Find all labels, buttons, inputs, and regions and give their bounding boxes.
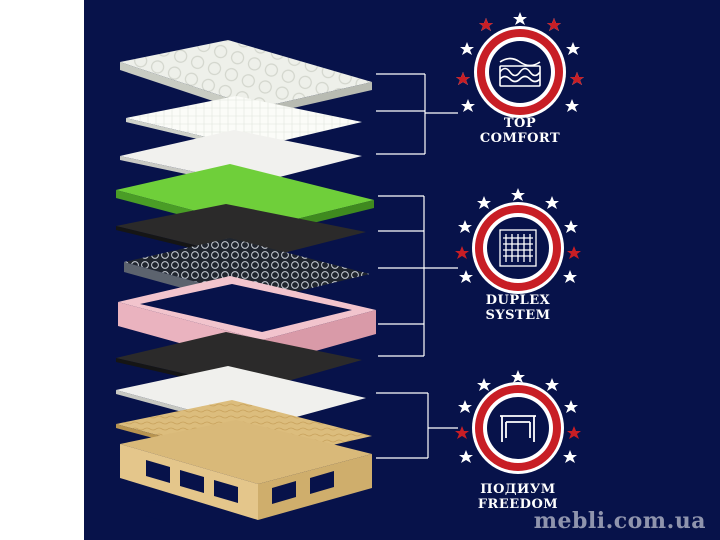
site-watermark: mebli.com.ua	[533, 508, 706, 534]
top-comfort-line1: TOP	[503, 116, 537, 131]
bracket-lines	[376, 73, 458, 459]
badge-stars	[458, 370, 578, 463]
foam-waves-icon	[499, 57, 541, 87]
bed-frame-icon	[500, 415, 536, 442]
duplex-system-line2: SYSTEM	[485, 308, 551, 323]
podium-freedom-badge	[455, 370, 581, 474]
podium-freedom-label: ПОДИУМ FREEDOM	[448, 482, 588, 512]
podium-freedom-line1: ПОДИУМ	[480, 482, 556, 497]
top-comfort-label: TOP COMFORT	[450, 116, 590, 146]
duplex-system-label: DUPLEX SYSTEM	[448, 293, 588, 323]
podium-freedom-line2: FREEDOM	[477, 497, 559, 512]
duplex-system-badge	[455, 188, 581, 294]
top-comfort-badge	[456, 12, 584, 118]
top-comfort-line2: COMFORT	[479, 131, 561, 146]
badge-stars	[458, 188, 578, 283]
spring-block-icon	[499, 229, 537, 267]
duplex-system-line1: DUPLEX	[485, 293, 551, 308]
wooden-podium-frame	[120, 420, 372, 523]
